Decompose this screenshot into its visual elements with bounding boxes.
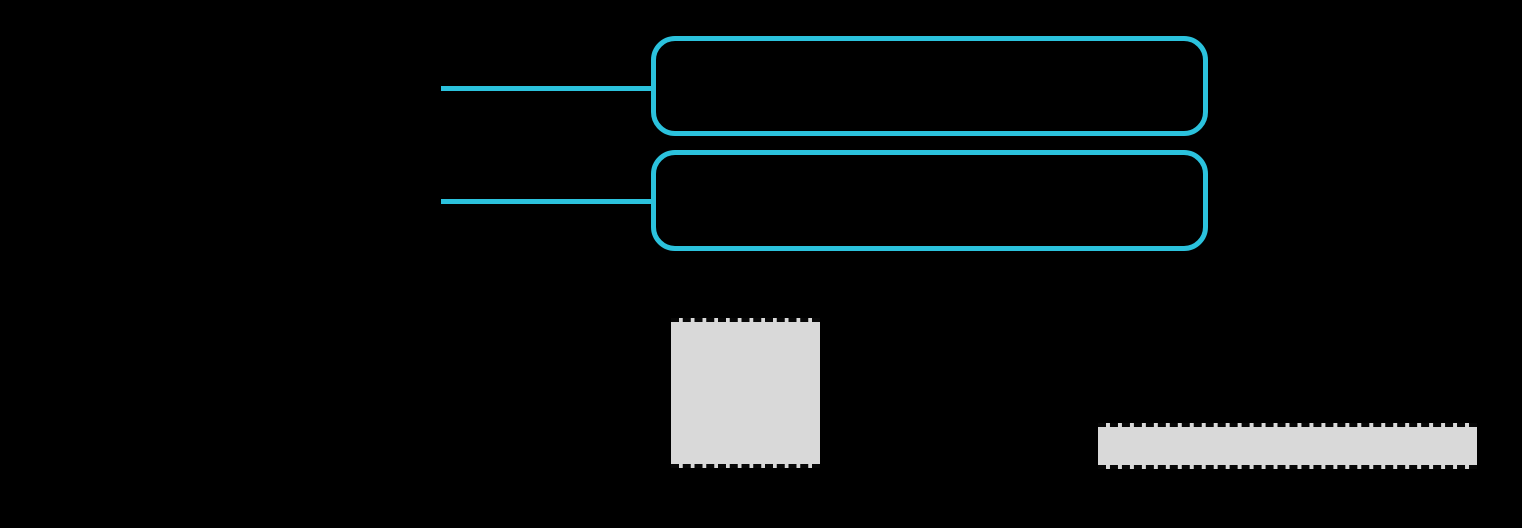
leader-line-bottom: [441, 199, 656, 204]
gray-square-block: [671, 318, 820, 468]
leader-line-top: [441, 86, 656, 91]
callout-box-bottom: [651, 150, 1208, 251]
callout-box-top: [651, 36, 1208, 136]
gray-bar-block: [1098, 423, 1477, 469]
